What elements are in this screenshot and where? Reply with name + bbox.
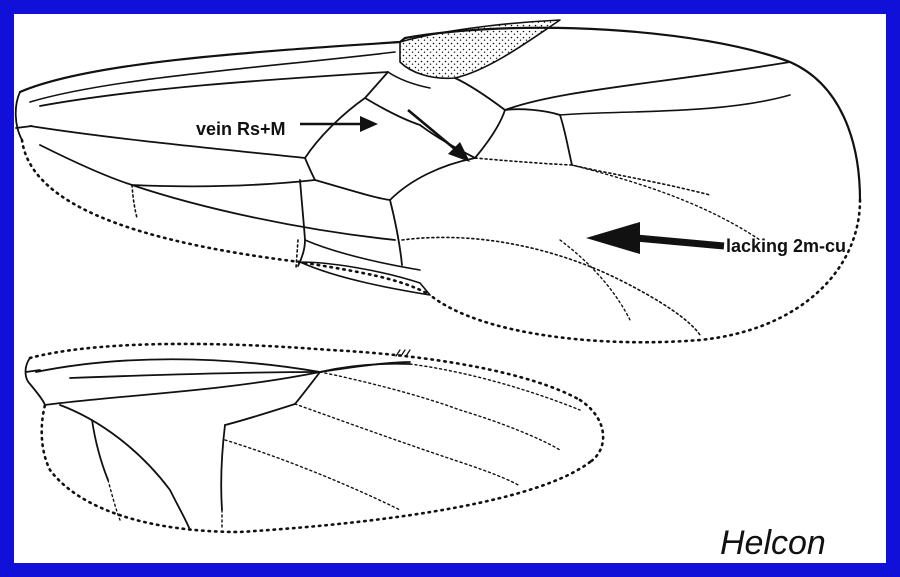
arrow-lacking-2m-cu-shaft [636, 238, 724, 246]
hindwing [26, 344, 604, 532]
hindwing-base [26, 358, 46, 405]
vein-3rs [505, 109, 560, 115]
vein-rs-m [305, 72, 388, 158]
hindwing-cu-apical [225, 440, 400, 510]
vein-r1 [455, 78, 505, 110]
vein-m-lower [390, 158, 475, 200]
vein-subcosta [40, 72, 388, 106]
vein-1m-cu [315, 180, 402, 265]
annotations: vein Rs+M lacking 2m-cu Helcon [196, 110, 846, 562]
vein-cu-distal [402, 237, 700, 335]
arrow-diagonal-shaft [408, 110, 456, 150]
vein-cu-a-dotted [296, 240, 298, 268]
hindwing-radius [70, 372, 320, 378]
forewing-costa-inner [30, 52, 395, 102]
label-vein-rs-m: vein Rs+M [196, 119, 286, 139]
hindwing-anal [60, 405, 190, 530]
vein-m-distal-3 [572, 165, 760, 240]
vein-2rs-m [475, 110, 505, 158]
vein-2r-m [560, 115, 572, 165]
hindwing-cu-a [221, 425, 225, 510]
hindwing-cubitus [225, 404, 295, 425]
arrow-rs-m-head [360, 116, 378, 132]
vein-anal-2 [305, 240, 420, 270]
forewing-jugal-lobe [300, 262, 430, 295]
hindwing-posterior-margin [42, 405, 590, 532]
forewing [16, 20, 860, 342]
forewing-basal-margin-dotted [22, 140, 430, 295]
vein-m-cu [305, 158, 315, 180]
vein-anal [132, 185, 395, 240]
vein-cubitus [40, 145, 315, 186]
forewing-base [16, 92, 32, 140]
hindwing-cu-distal [295, 404, 520, 486]
vein-m-distal-2 [560, 95, 790, 115]
hindwing-apical-margin [580, 400, 603, 462]
vein-1cu-a [132, 185, 137, 218]
forewing-posterior-margin-dotted [430, 200, 860, 342]
vein-m-distal [475, 158, 710, 195]
vein-cu-a [298, 180, 305, 266]
arrow-lacking-2m-cu-head [586, 222, 640, 254]
vein-radial-sector [505, 62, 790, 110]
label-lacking-2m-cu: lacking 2m-cu [726, 236, 846, 256]
label-genus: Helcon [720, 524, 826, 562]
hindwing-m-distal [320, 372, 560, 450]
